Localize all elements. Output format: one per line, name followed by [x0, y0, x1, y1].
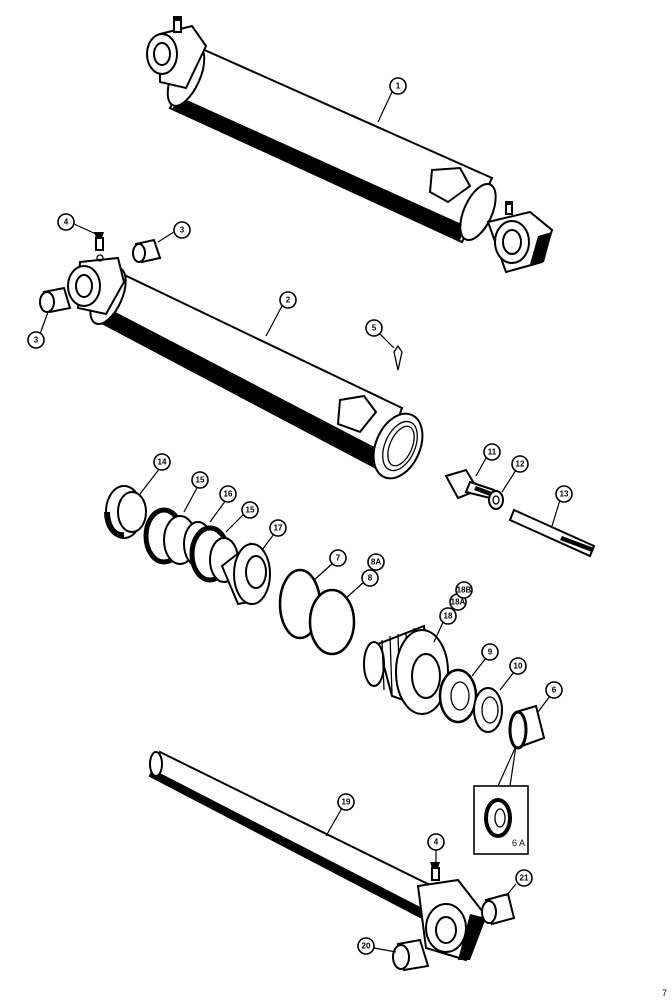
assembled-cylinder [146, 16, 554, 274]
callout-21: 21 [505, 869, 533, 897]
callout-8a: 8A [367, 553, 385, 571]
seal-ring [438, 668, 478, 724]
callout-18b: 18B [455, 581, 473, 599]
gland [363, 624, 449, 715]
wiper-seal [508, 704, 546, 750]
callout-4-bottom-label: 4 [434, 838, 439, 847]
callout-11-label: 11 [488, 448, 497, 457]
callout-14-label: 14 [158, 458, 167, 467]
callout-10-label: 10 [514, 662, 523, 671]
callout-13-label: 13 [560, 490, 569, 499]
callout-1: 1 [377, 77, 407, 123]
grease-fitting [94, 232, 104, 251]
bolt [444, 468, 496, 500]
callout-20-label: 20 [362, 942, 371, 951]
callout-14: 14 [139, 453, 171, 495]
callout-15-b: 15 [225, 501, 259, 533]
callout-13: 13 [551, 485, 573, 527]
rod-bushing-right [481, 892, 516, 926]
callout-18a-label: 18A [451, 598, 466, 607]
callout-11: 11 [475, 443, 501, 477]
callout-10: 10 [499, 657, 527, 691]
callout-7: 7 [313, 549, 347, 581]
callout-3-lower-label: 3 [34, 336, 39, 345]
cylinder-barrel [67, 254, 424, 480]
callout-8a-label: 8A [371, 558, 381, 567]
callout-6-label: 6 [552, 686, 557, 695]
grease-fitting-rod [430, 862, 440, 881]
callout-15-a-label: 15 [196, 476, 205, 485]
callout-12: 12 [501, 455, 529, 493]
callout-19-label: 19 [342, 798, 351, 807]
inset-6a-label: 6 A [512, 838, 525, 848]
rod-pin [508, 508, 596, 558]
callout-3-upper-label: 3 [180, 226, 185, 235]
callout-7-label: 7 [336, 554, 341, 563]
callout-16-label: 16 [224, 490, 233, 499]
callout-5: 5 [365, 319, 395, 349]
callout-6: 6 [537, 681, 563, 713]
callout-20: 20 [357, 937, 397, 955]
page-code: 7 [662, 988, 667, 998]
washer [488, 490, 504, 510]
callout-15-b-label: 15 [246, 506, 255, 515]
bushing-lower [39, 286, 72, 314]
callout-9: 9 [471, 643, 499, 677]
port-fitting [393, 344, 403, 371]
callout-18-label: 18 [444, 612, 453, 621]
callout-17: 17 [261, 519, 287, 551]
callout-19: 19 [325, 793, 355, 837]
callout-8: 8 [345, 569, 379, 599]
callout-18b-label: 18B [457, 586, 472, 595]
callout-9-label: 9 [488, 648, 493, 657]
callout-5-label: 5 [372, 324, 377, 333]
callout-1-label: 1 [396, 82, 401, 91]
callout-21-label: 21 [520, 874, 529, 883]
bushing-upper [132, 238, 162, 264]
piston-head [220, 542, 271, 606]
callout-2: 2 [265, 291, 297, 337]
piston-rod [148, 750, 488, 962]
backup-washer [473, 687, 503, 733]
callout-4-top-label: 4 [64, 218, 69, 227]
callout-2-label: 2 [286, 296, 291, 305]
backup-ring [308, 588, 356, 656]
callout-16: 16 [209, 485, 237, 523]
callout-12-label: 12 [516, 460, 525, 469]
callout-4-top: 4 [57, 213, 97, 235]
callout-3-lower: 3 [27, 311, 49, 349]
callout-15-a: 15 [183, 471, 209, 513]
rod-bushing-left [392, 938, 430, 972]
callout-18: 18 [433, 607, 457, 643]
callout-3-upper: 3 [157, 221, 191, 243]
inset-6a: 6 A [473, 745, 529, 855]
callout-4-bottom: 4 [427, 833, 445, 862]
piston-nut [103, 485, 147, 539]
callout-17-label: 17 [274, 524, 283, 533]
callout-8-label: 8 [368, 574, 373, 583]
